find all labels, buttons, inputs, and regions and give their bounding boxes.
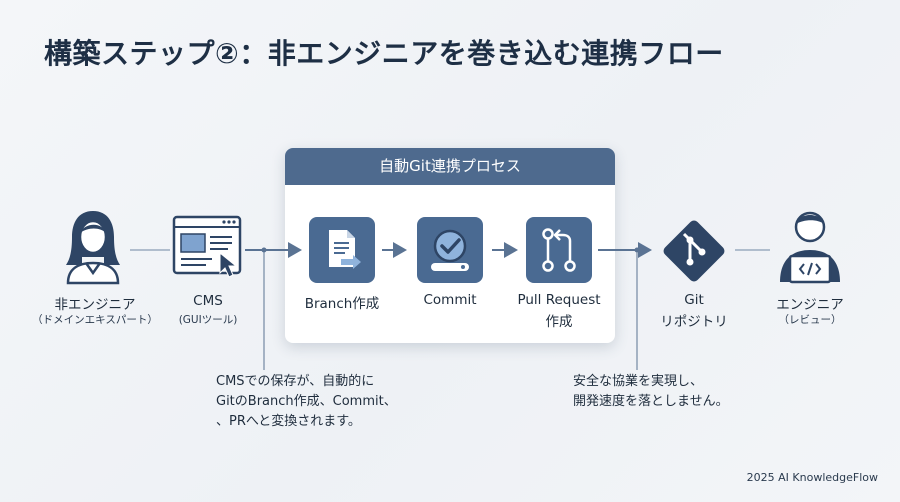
check-badge-icon — [431, 229, 469, 271]
note-left: CMSでの保存が、自動的に GitのBranch作成、Commit、 、PRへと… — [216, 372, 397, 432]
commit-tile — [417, 217, 483, 283]
pull-request-label-2: 作成 — [545, 314, 573, 330]
pull-request-tile — [526, 217, 592, 283]
cms-sub: (GUIツール) — [178, 314, 238, 326]
git-label: Git — [684, 292, 704, 308]
note-right-line: 安全な協業を実現し、 — [573, 374, 704, 389]
git-icon — [663, 220, 725, 282]
browser-window-icon — [172, 215, 242, 278]
footer-credit: 2025 AI KnowledgeFlow — [746, 471, 878, 484]
engineer-label: エンジニア — [776, 297, 844, 313]
branch-tile — [309, 217, 375, 283]
non-engineer-sub: （ドメインエキスパート） — [32, 314, 158, 326]
pull-request-label: Pull Request — [517, 292, 601, 308]
non-engineer-label: 非エンジニア — [54, 297, 136, 313]
person-icon — [66, 211, 120, 285]
branch-label: Branch作成 — [304, 296, 380, 312]
git-label-2: リポジトリ — [660, 314, 728, 330]
commit-label: Commit — [423, 292, 477, 308]
note-left-line: GitのBranch作成、Commit、 — [216, 394, 397, 409]
note-left-line: CMSでの保存が、自動的に — [216, 374, 375, 389]
panel-header: 自動Git連携プロセス — [285, 148, 615, 185]
developer-laptop-icon — [780, 211, 840, 284]
note-right: 安全な協業を実現し、 開発速度を落としません。 — [573, 372, 729, 412]
note-left-line: 、PRへと変換されます。 — [216, 414, 361, 429]
note-right-line: 開発速度を落としません。 — [573, 394, 729, 409]
page-title: 構築ステップ②：非エンジニアを巻き込む連携フロー — [44, 37, 724, 70]
pull-request-icon — [542, 228, 576, 272]
document-arrow-icon — [329, 230, 361, 269]
engineer-sub: （レビュー） — [778, 314, 842, 326]
cms-label: CMS — [193, 293, 223, 309]
